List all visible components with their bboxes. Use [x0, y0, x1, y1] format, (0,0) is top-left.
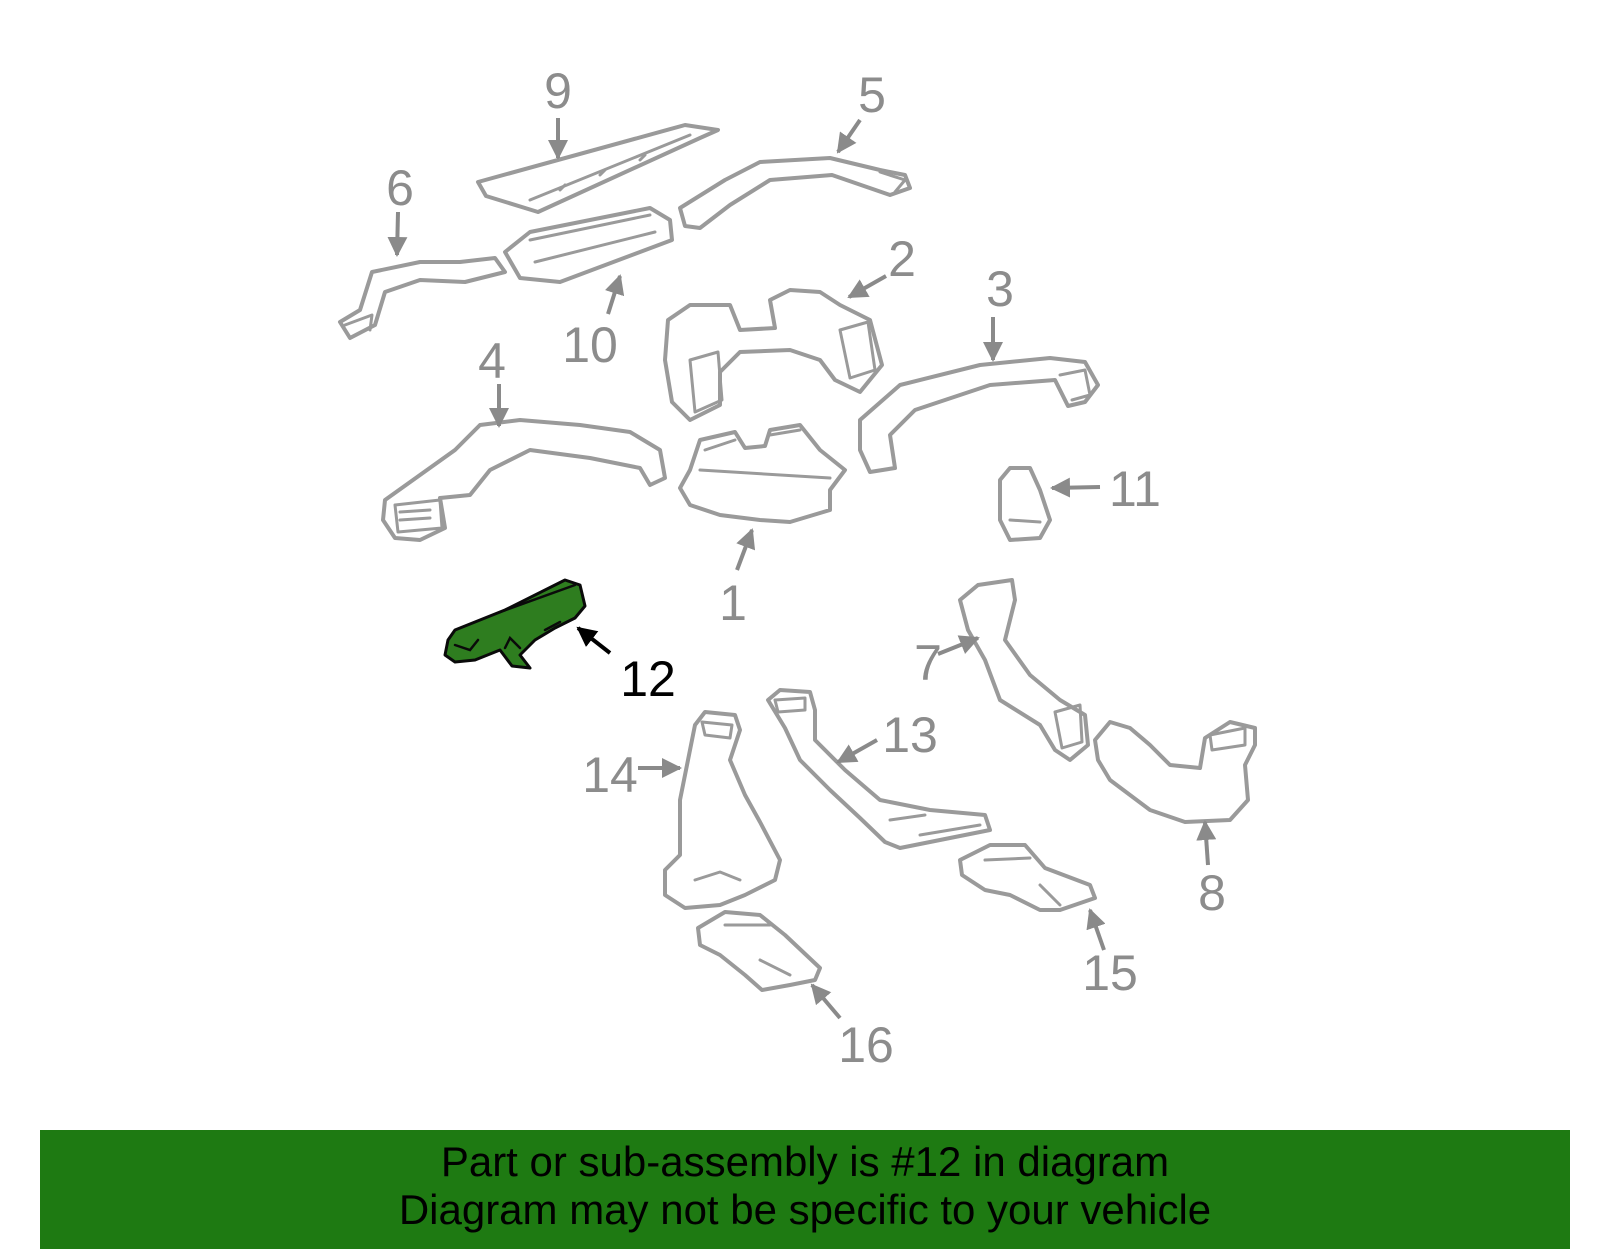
- part-7-rear-duct-upper: [958, 578, 1090, 762]
- callout-7: 7: [914, 635, 942, 691]
- part-11-small-duct-bracket: [998, 466, 1052, 542]
- part-10-center-duct: [503, 206, 674, 284]
- part-6-left-side-duct: [338, 256, 507, 340]
- part-5-right-side-duct: [678, 156, 912, 230]
- part-15-floor-outlet: [958, 843, 1097, 912]
- leader-lines: [387, 118, 1217, 1020]
- callout-10: 10: [562, 317, 618, 373]
- callout-1: 1: [719, 575, 747, 631]
- part-8-rear-duct-lower: [1093, 720, 1257, 824]
- part-2-center-register-duct: [663, 288, 884, 422]
- part-3-right-register-duct: [858, 356, 1100, 474]
- callout-6: 6: [386, 160, 414, 216]
- part-4-left-register-duct: [381, 418, 667, 542]
- callout-8: 8: [1198, 865, 1226, 921]
- callout-11: 11: [1109, 461, 1161, 517]
- callout-15: 15: [1082, 945, 1138, 1001]
- part-12-highlighted-duct: [443, 578, 587, 670]
- callout-4: 4: [478, 333, 506, 389]
- callout-13: 13: [882, 707, 938, 763]
- footer-banner: Part or sub-assembly is #12 in diagram D…: [40, 1130, 1570, 1249]
- callout-14: 14: [582, 747, 638, 803]
- callout-3: 3: [986, 261, 1014, 317]
- part-1-center-floor-duct: [678, 423, 847, 524]
- part-16-floor-outlet: [696, 910, 822, 992]
- callout-2: 2: [888, 231, 916, 287]
- callout-16: 16: [838, 1017, 894, 1073]
- part-14-rear-floor-duct: [663, 710, 782, 910]
- part-9-defroster-grille: [476, 123, 720, 214]
- callout-9: 9: [544, 63, 572, 119]
- callout-12: 12: [620, 651, 676, 707]
- callout-5: 5: [858, 67, 886, 123]
- footer-line-disclaimer: Diagram may not be specific to your vehi…: [398, 1186, 1212, 1233]
- part-13-floor-duct: [766, 688, 992, 850]
- footer-line-part: Part or sub-assembly is #12 in diagram: [440, 1138, 1170, 1185]
